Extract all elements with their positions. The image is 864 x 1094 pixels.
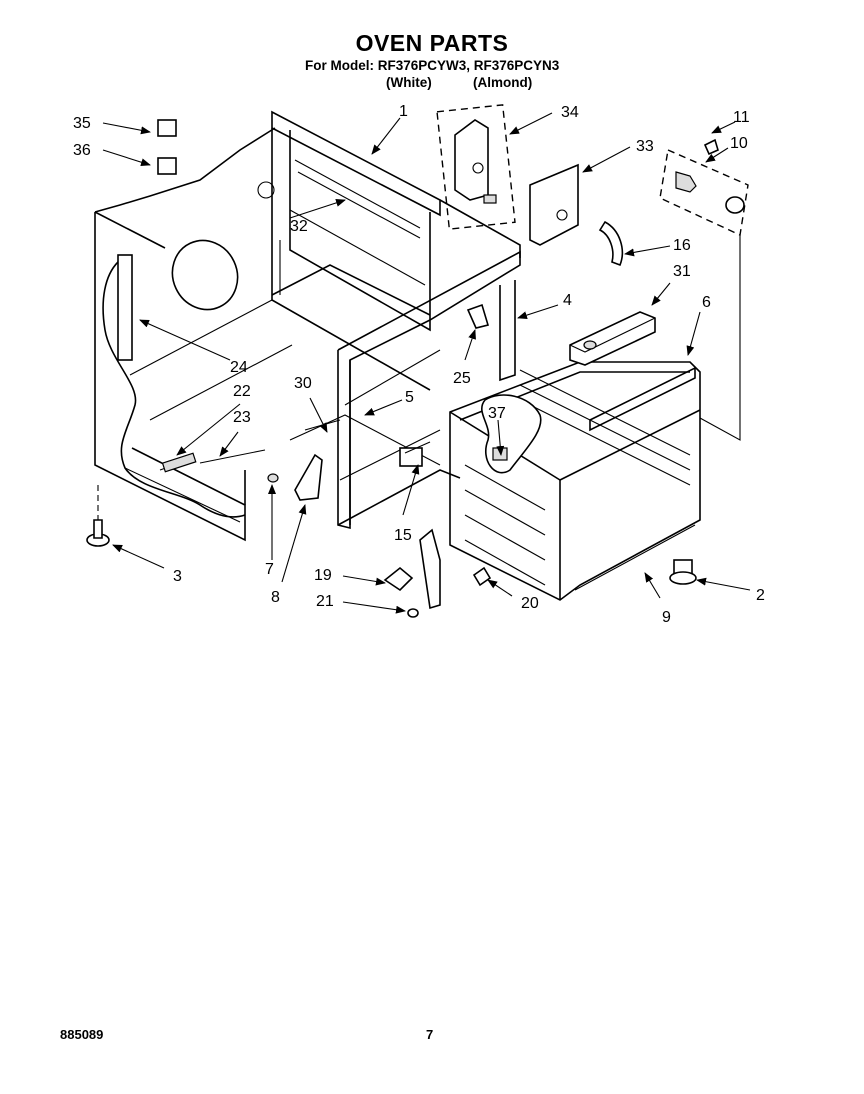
callout-21: 21 (316, 593, 334, 610)
callout-23: 23 (233, 409, 251, 426)
callout-8: 8 (271, 589, 280, 606)
broil-burner-area (436, 104, 749, 441)
small-parts (86, 119, 697, 618)
callout-5: 5 (405, 389, 414, 406)
callout-20: 20 (521, 595, 539, 612)
callout-7: 7 (265, 561, 274, 578)
callout-16: 16 (673, 237, 691, 254)
color-white-label: (White) (386, 75, 432, 90)
callout-32: 32 (290, 218, 308, 235)
wire-harness (102, 261, 246, 518)
page-number: 7 (426, 1027, 434, 1042)
callout-labels: 35 36 1 34 33 11 10 16 31 6 4 32 24 25 3… (73, 103, 765, 626)
callout-1: 1 (399, 103, 408, 120)
callout-10: 10 (730, 135, 748, 152)
callout-19: 19 (314, 567, 332, 584)
callout-11: 11 (733, 109, 750, 126)
callout-33: 33 (636, 138, 654, 155)
callout-22: 22 (233, 383, 251, 400)
callout-36: 36 (73, 142, 91, 159)
callout-37: 37 (488, 405, 506, 422)
doc-number: 885089 (60, 1027, 104, 1042)
callout-34: 34 (561, 104, 579, 121)
callout-2: 2 (756, 587, 765, 604)
color-almond-label: (Almond) (473, 75, 533, 90)
callout-4: 4 (563, 292, 572, 309)
callout-6: 6 (702, 294, 711, 311)
page-title: OVEN PARTS (355, 30, 509, 56)
callout-30: 30 (294, 375, 312, 392)
callout-15: 15 (394, 527, 412, 544)
callout-35: 35 (73, 115, 91, 132)
callout-24: 24 (230, 359, 248, 376)
callout-25: 25 (453, 370, 471, 387)
leader-lines (97, 112, 751, 614)
callout-9: 9 (662, 609, 671, 626)
rack-frame (449, 361, 701, 601)
callout-31: 31 (673, 263, 691, 280)
model-line: For Model: RF376PCYW3, RF376PCYN3 (305, 58, 560, 73)
callout-3: 3 (173, 568, 182, 585)
